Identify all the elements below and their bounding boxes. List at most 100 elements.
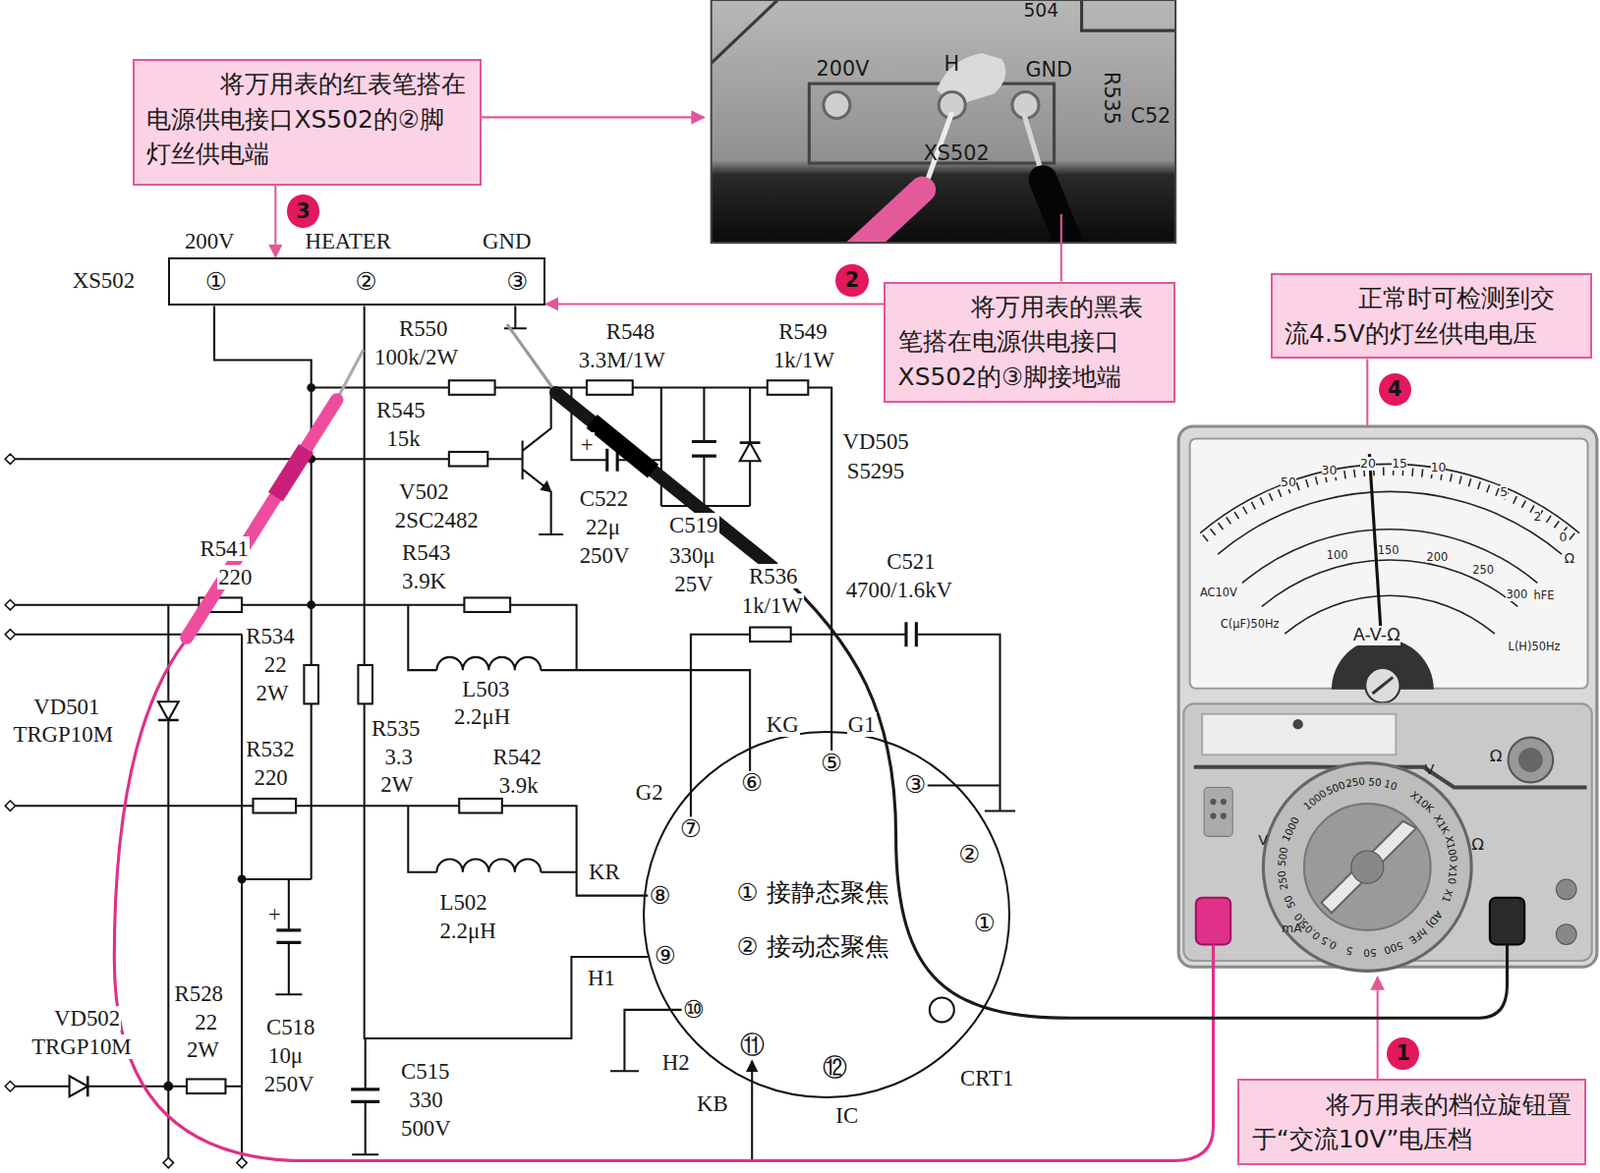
connector: [364, 305, 648, 1038]
resistor-symbol: [303, 665, 319, 704]
leader-line: [1060, 214, 1063, 283]
red-probe-grip: [275, 449, 306, 498]
leader-line: [1376, 977, 1379, 1081]
component-label: C521: [885, 549, 936, 574]
component-label: 3.3M/1W: [577, 347, 667, 373]
component-label: C519: [668, 513, 719, 538]
scale-number: C(μF)50Hz: [1220, 618, 1280, 631]
black-probe: [556, 393, 773, 569]
resistor-symbol: [357, 665, 373, 704]
scale-arc: [1242, 529, 1538, 584]
pin-number: ⑩: [683, 997, 705, 1023]
meter-body: [1178, 426, 1598, 968]
dial-label: 50: [1368, 776, 1382, 788]
connector-block: ① ② ③: [168, 257, 546, 307]
connector: [274, 185, 277, 258]
node-text: 将万用表的黑表笔搭在电源供电接口XS502的③脚接地端: [898, 289, 1162, 395]
meter-slot: [1201, 714, 1396, 756]
callout-box: 将万用表的档位旋钮置于“交流10V”电压档: [1237, 1079, 1587, 1165]
dial-hub: [1351, 851, 1384, 884]
component-label: 3.3: [383, 744, 414, 770]
board-trace: [711, 0, 1176, 63]
component-label: L503: [460, 677, 511, 702]
photo-label: GND: [1025, 58, 1073, 82]
photo-label: R535: [1099, 71, 1123, 125]
scale-number: 10: [1430, 460, 1447, 475]
component-label: TRGP10M: [30, 1034, 132, 1060]
scale-ticks: [1204, 471, 1575, 540]
node-text: ①: [205, 269, 228, 294]
component-label: R545: [375, 398, 426, 423]
panel-label: Ω: [1471, 836, 1485, 855]
diode-bar: [87, 443, 760, 1098]
component-label: R548: [605, 319, 656, 344]
dial-label: 250: [1345, 776, 1367, 790]
socket-hole: [1209, 812, 1216, 819]
symbol-marks: [87, 384, 760, 1097]
component-label: KG: [765, 712, 800, 738]
component-label: 3.9k: [498, 773, 540, 799]
node-text: 将万用表的红表笔搭在电源供电接口XS502的②脚灯丝供电端: [146, 66, 467, 172]
scale-number: 100: [1326, 549, 1349, 563]
node-text: ③: [506, 269, 528, 294]
component-label: R542: [491, 744, 542, 770]
crt-socket: ① 接静态聚焦② 接动态聚焦: [642, 731, 1011, 1099]
dial-label: 50: [1364, 947, 1378, 959]
scale-number: 150: [1377, 544, 1400, 558]
scale-number: Ω: [1564, 551, 1575, 567]
node-text: ① 接静态聚焦: [734, 879, 891, 907]
component-label: R532: [244, 737, 295, 762]
wire: [15, 605, 751, 772]
pin-number: ⑤: [820, 750, 843, 776]
junction-dot: [238, 876, 245, 883]
probe-tip: [507, 324, 557, 394]
component-label: R541: [198, 536, 249, 562]
scale-arc: [1261, 560, 1518, 607]
scale-number: L(H)50Hz: [1508, 640, 1561, 654]
scale-number: 20: [1360, 457, 1376, 471]
scale-number: 300: [1505, 588, 1528, 602]
component-label: 3.9K: [400, 569, 448, 594]
inductor-symbol: [436, 657, 541, 671]
black-probe-grip: [591, 421, 653, 472]
range-dial: [1304, 803, 1431, 931]
resistor-symbol: [252, 799, 296, 814]
schematic-wires: [15, 305, 1016, 1161]
pin-number: ⑦: [680, 817, 702, 843]
node-text: 2: [845, 270, 859, 291]
component-label: 2.2μH: [438, 918, 497, 944]
component-label: S5295: [846, 458, 906, 484]
pin-number: ⑫: [822, 1056, 848, 1082]
node-text: 3: [295, 201, 310, 223]
callout-box: 正常时可检测到交流4.5V的灯丝供电电压: [1270, 273, 1593, 359]
component-label: 22μ: [584, 514, 622, 540]
callout-number: 1: [1386, 1037, 1420, 1071]
input-jack: [1555, 879, 1577, 901]
component-label: 200V: [183, 228, 236, 254]
solder-pad: [823, 91, 851, 118]
component-label: 1k/1W: [772, 347, 836, 373]
component-label: 500V: [400, 1116, 453, 1142]
component-label: 10μ: [267, 1043, 304, 1069]
diode-symbol: [740, 443, 761, 462]
component-label: 330μ: [668, 543, 716, 569]
photo-label: 504: [1023, 0, 1059, 22]
resistor-symbol: [586, 380, 633, 396]
resistor-symbols: [69, 380, 955, 1097]
component-label: H2: [661, 1050, 691, 1076]
node-text: 正常时可检测到交流4.5V的灯丝供电电压: [1284, 281, 1578, 351]
component-label: 2.2μH: [453, 704, 512, 730]
meter-panel: [1183, 703, 1592, 962]
node-text: ②: [354, 269, 377, 294]
scale-number: 200: [1426, 551, 1448, 565]
pin-number: ⑨: [654, 943, 677, 969]
component-label: TRGP10M: [11, 722, 114, 747]
component-label: 250V: [578, 543, 631, 569]
inductor-symbol: [436, 858, 541, 872]
leader-line: [481, 115, 704, 118]
scale-number: 250: [1472, 564, 1494, 577]
diode-symbol: [158, 701, 179, 721]
red-probe: [852, 189, 923, 243]
component-label: R550: [398, 316, 449, 342]
